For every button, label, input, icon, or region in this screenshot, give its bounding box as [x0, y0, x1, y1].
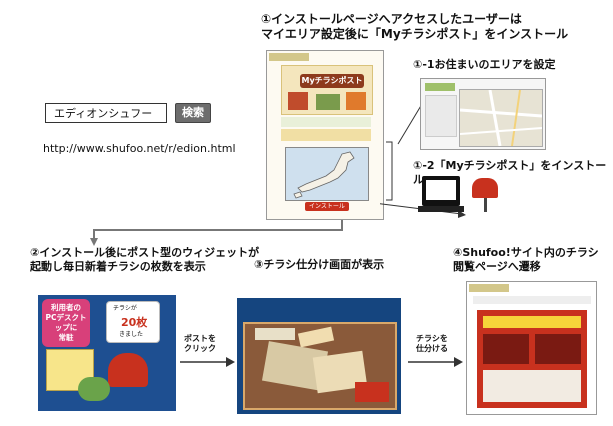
sort-screen-screenshot: [237, 298, 401, 414]
count-suffix: きました: [119, 331, 144, 338]
step1-title: ①インストールページへアクセスしたユーザーは マイエリア設定後に「Myチラシポス…: [261, 12, 568, 42]
install-page-title: Myチラシポスト: [301, 76, 363, 85]
area-setting-thumbnail: [420, 78, 546, 150]
search-button[interactable]: 検索: [175, 103, 211, 123]
flyer-viewer-screenshot: [466, 281, 597, 415]
step3-title: ③チラシ仕分け画面が表示: [254, 258, 385, 271]
step1-2-label: ①-2「Myチラシポスト」をインストール: [413, 159, 607, 186]
flyer-image: [477, 310, 587, 408]
flyer-count: 20枚: [121, 316, 148, 329]
install-page-header: Myチラシポスト: [281, 65, 373, 115]
step1-line1: ①インストールページへアクセスしたユーザーは: [261, 12, 522, 26]
sort-tray: [243, 322, 397, 410]
post-click-label: ポストを クリック: [184, 334, 216, 353]
right-arrow-1: [180, 357, 235, 367]
down-arrow: [90, 220, 343, 246]
step2-line1: ②インストール後にポスト型のウィジェットが: [30, 246, 260, 259]
search-input[interactable]: エディオンシュフー: [45, 103, 167, 123]
install-page-thumbnail: Myチラシポスト インストール: [266, 50, 384, 220]
step4-title: ④Shufoo!サイト内のチラシ 閲覧ページへ遷移: [453, 246, 599, 274]
flyer-count-bubble: チラシが 20枚 きました: [106, 301, 160, 343]
url-text: http://www.shufoo.net/r/edion.html: [43, 142, 236, 155]
step2-line2: 起動し毎日新着チラシの枚数を表示: [30, 260, 206, 273]
step1-1-label: ①-1お住まいのエリアを設定: [413, 58, 556, 71]
step1-line2: マイエリア設定後に「Myチラシポスト」をインストール: [261, 27, 569, 41]
japan-map: [285, 147, 369, 201]
post-widget-icon[interactable]: [108, 353, 148, 387]
install-button[interactable]: インストール: [305, 202, 349, 211]
site-logo: [269, 53, 309, 61]
step2-title: ②インストール後にポスト型のウィジェットが 起動し毎日新着チラシの枚数を表示: [30, 246, 259, 274]
count-prefix: チラシが: [113, 305, 137, 312]
right-arrow-2: [408, 357, 463, 367]
step4-line2: 閲覧ページへ遷移: [453, 260, 541, 273]
mailbox-icon: [472, 178, 498, 198]
computer-monitor-icon: [422, 176, 460, 206]
frog-character: [78, 377, 110, 401]
step4-line1: ④Shufoo!サイト内のチラシ: [453, 246, 599, 259]
sort-flyer-label: チラシを 仕分ける: [416, 334, 448, 353]
widget-screenshot: 利用者の PCデスクトップに 常駐 チラシが 20枚 きました: [38, 295, 176, 411]
desktop-callout: 利用者の PCデスクトップに 常駐: [42, 299, 90, 347]
keyboard-icon: [418, 206, 464, 212]
area-map: [459, 89, 543, 147]
